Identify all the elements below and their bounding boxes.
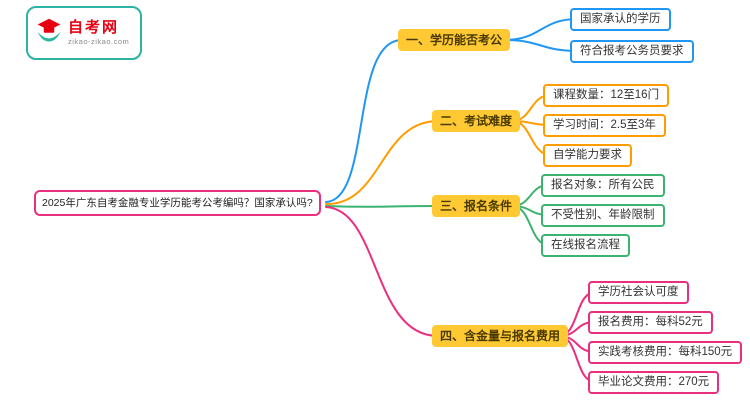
- connector-root-branch-3: [325, 205, 439, 208]
- graduation-cap-icon: [35, 17, 63, 50]
- leaf-node[interactable]: 不受性别、年龄限制: [541, 204, 665, 227]
- logo-text: 自考网 zikao-zikao.com: [68, 18, 130, 47]
- leaf-node[interactable]: 国家承认的学历: [570, 8, 671, 31]
- leaf-node[interactable]: 报名对象：所有公民: [541, 174, 665, 197]
- leaf-node[interactable]: 课程数量：12至16门: [543, 84, 670, 107]
- site-logo[interactable]: 自考网 zikao-zikao.com: [26, 6, 142, 60]
- connector-b1-c1: [503, 18, 579, 41]
- connector-root-branch-2: [325, 120, 439, 206]
- leaf-node[interactable]: 在线报名流程: [541, 234, 630, 257]
- branch-3-label[interactable]: 三、报名条件: [432, 195, 521, 217]
- connector-root-branch-1: [325, 39, 403, 203]
- leaf-node[interactable]: 毕业论文费用：270元: [588, 371, 720, 394]
- leaf-node[interactable]: 实践考核费用：每科150元: [588, 341, 743, 364]
- logo-title: 自考网: [68, 18, 120, 36]
- branch-4-label[interactable]: 四、含金量与报名费用: [432, 325, 569, 347]
- leaf-node[interactable]: 自学能力要求: [543, 144, 632, 167]
- connector-b1-c2: [503, 39, 579, 52]
- logo-subtitle: zikao-zikao.com: [68, 37, 130, 47]
- leaf-node[interactable]: 学历社会认可度: [588, 281, 689, 304]
- branch-2-label[interactable]: 二、考试难度: [432, 110, 521, 132]
- branch-1-label[interactable]: 一、学历能否考公: [398, 29, 511, 51]
- root-topic[interactable]: 2025年广东自考金融专业学历能考公考编吗？国家承认吗?: [34, 190, 321, 216]
- leaf-node[interactable]: 报名费用：每科52元: [588, 311, 713, 334]
- leaf-node[interactable]: 符合报考公务员要求: [570, 40, 694, 63]
- leaf-node[interactable]: 学习时间：2.5至3年: [543, 114, 666, 137]
- connector-root-branch-4: [325, 206, 439, 337]
